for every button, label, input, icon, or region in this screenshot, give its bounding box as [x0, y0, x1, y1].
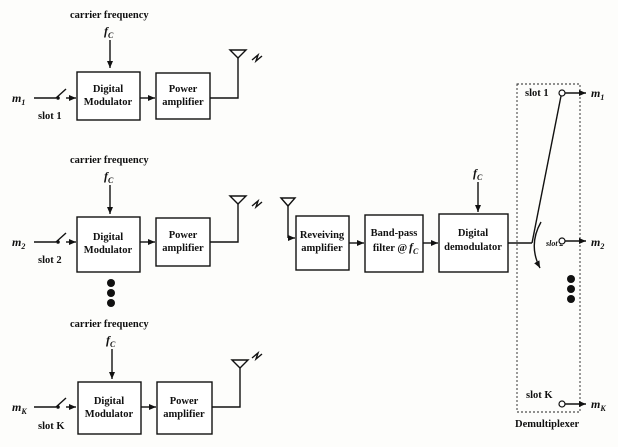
amp-line-2: amplifier: [162, 97, 204, 108]
power-amplifier-block: [156, 381, 213, 435]
digital-demodulator-block: [438, 213, 509, 273]
demultiplexer: slot 1 m1 slot 2 m2 slot K mK Demultiple…: [515, 83, 606, 430]
transmitter-k: carrier frequency fC mK slot K Digital M…: [12, 319, 263, 435]
amp-line-2: amplifier: [162, 243, 204, 254]
antenna-feed: [212, 368, 241, 408]
bpf-line-2: filter @: [373, 243, 408, 254]
receiver-chain: Reveiving amplifier Band-pass filter @ f…: [279, 166, 532, 273]
output-mk: mK: [591, 397, 606, 413]
bpf-line-1: Band-pass: [371, 228, 418, 239]
digital-modulator-block: [76, 71, 141, 121]
antenna-icon: [228, 195, 263, 210]
demod-line-1: Digital: [458, 228, 488, 239]
slot-1-contact: [558, 89, 566, 97]
transmitter-1: carrier frequency fC m1 slot 1 Digital M…: [12, 10, 263, 122]
output-m2: m2: [591, 235, 604, 251]
amp-line-2: amplifier: [163, 409, 205, 420]
slot-label: slot K: [38, 421, 65, 432]
message-symbol: m1: [12, 91, 25, 107]
slot-label: slot 1: [38, 111, 62, 122]
fc-symbol: fC: [106, 333, 116, 349]
rx-amp-line-2: amplifier: [301, 243, 343, 254]
carrier-frequency-label: carrier frequency: [70, 319, 149, 330]
power-amplifier-block: [155, 72, 211, 120]
amp-line-1: Power: [169, 230, 198, 241]
modulator-line-2: Modulator: [84, 97, 133, 108]
more-slots-dots: [567, 275, 575, 303]
amp-line-1: Power: [170, 396, 199, 407]
switch-arm: [531, 95, 562, 244]
carrier-frequency-label: carrier frequency: [70, 10, 149, 21]
message-symbol: mK: [12, 400, 27, 416]
modulator-line-1: Digital: [93, 232, 123, 243]
fc-symbol: fC: [104, 169, 114, 185]
slot-k-contact: [558, 400, 566, 408]
modulator-line-2: Modulator: [85, 409, 134, 420]
modulator-line-2: Modulator: [84, 245, 133, 256]
output-m1: m1: [591, 86, 604, 102]
digital-modulator-block: [77, 381, 142, 435]
antenna-icon: [230, 350, 263, 369]
slot-label: slot 2: [38, 255, 62, 266]
message-symbol: m2: [12, 235, 25, 251]
modulator-line-1: Digital: [93, 84, 123, 95]
transmitter-2: carrier frequency fC m2 slot 2 Digital M…: [12, 155, 263, 273]
demux-slot-k-label: slot K: [526, 390, 553, 401]
power-amplifier-block: [155, 217, 211, 267]
rx-amp-line-1: Reveiving: [300, 230, 345, 241]
slot-2-contact: [558, 237, 566, 245]
demux-slot-2-label: slot 2: [545, 239, 564, 248]
modulator-line-1: Digital: [94, 396, 124, 407]
antenna-feed: [210, 204, 239, 243]
demultiplexer-title: Demultiplexer: [515, 419, 579, 430]
slot-switch-icon: [55, 232, 76, 245]
bpf-fc-symbol: fC: [409, 240, 419, 256]
rotation-arrow-icon: [533, 221, 542, 269]
demux-dashed-box: [516, 83, 581, 413]
carrier-frequency-label: carrier frequency: [70, 155, 149, 166]
antenna-icon: [228, 49, 263, 64]
more-transmitters-dots: [107, 279, 115, 307]
amp-line-1: Power: [169, 84, 198, 95]
digital-modulator-block: [76, 216, 141, 273]
antenna-feed: [210, 58, 239, 99]
receive-antenna-icon: [279, 197, 297, 241]
demod-line-2: demodulator: [444, 242, 502, 253]
demux-slot-1-label: slot 1: [525, 88, 549, 99]
slot-switch-icon: [55, 397, 76, 410]
fc-symbol: fC: [104, 24, 114, 40]
demod-fc-symbol: fC: [473, 166, 483, 182]
slot-switch-icon: [55, 88, 76, 101]
